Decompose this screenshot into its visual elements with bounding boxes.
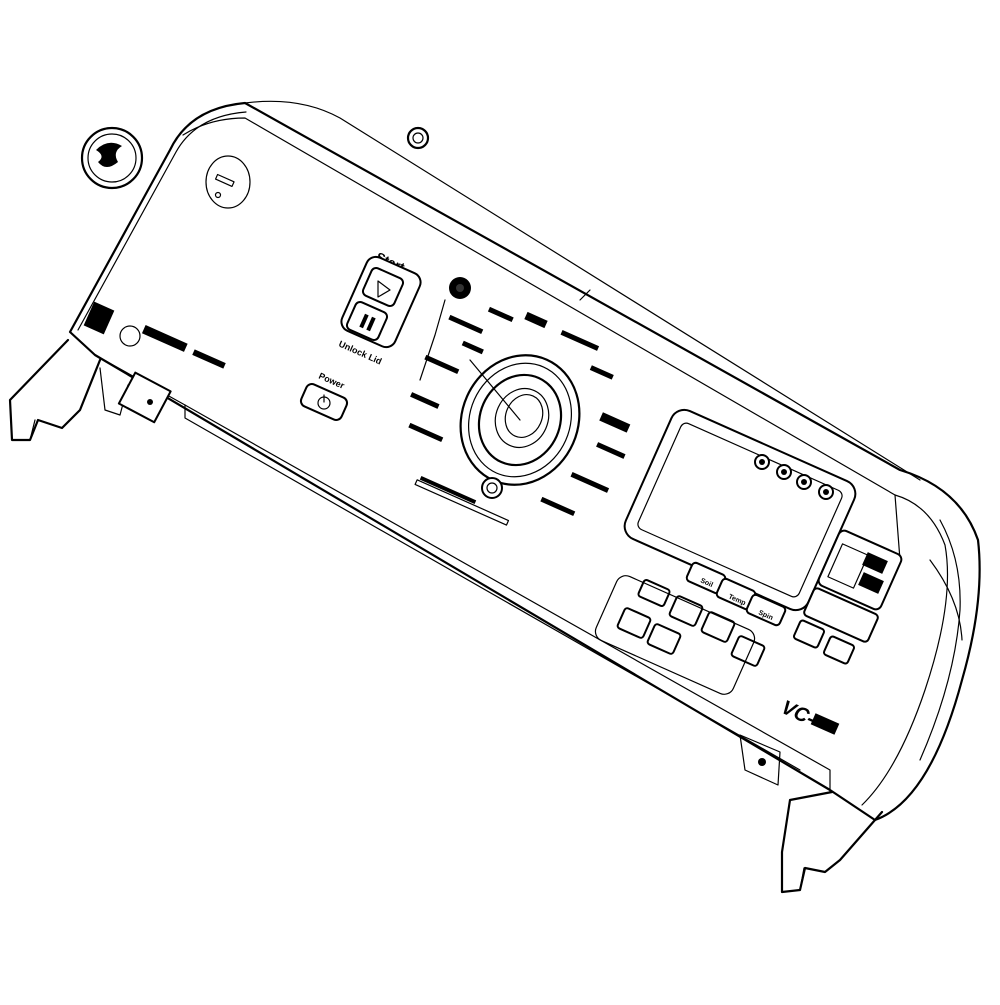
cycle-labels bbox=[408, 306, 631, 526]
start-button[interactable] bbox=[361, 266, 405, 308]
option-button-6[interactable] bbox=[730, 635, 766, 667]
cycle-dial[interactable] bbox=[440, 336, 600, 504]
option-button-1[interactable] bbox=[637, 579, 671, 607]
power-icon bbox=[317, 394, 331, 410]
status-indicators bbox=[754, 454, 834, 500]
option-button-4[interactable] bbox=[616, 607, 652, 639]
console-body bbox=[68, 100, 981, 822]
brand-badge-icon bbox=[80, 126, 144, 190]
option-button-8[interactable] bbox=[823, 635, 855, 665]
power-button[interactable]: Power bbox=[299, 371, 349, 422]
option-button-2[interactable] bbox=[668, 595, 704, 627]
model-label: VC- bbox=[778, 696, 840, 735]
right-bracket bbox=[739, 734, 884, 894]
start-pause-module: Start Unlock Lid bbox=[337, 249, 422, 367]
pause-button[interactable] bbox=[345, 300, 389, 342]
temp-button[interactable]: Temp bbox=[715, 577, 757, 611]
lid-indicator bbox=[205, 155, 251, 209]
option-button-5[interactable] bbox=[646, 623, 682, 655]
svg-text:VC-: VC- bbox=[778, 696, 819, 730]
options-module bbox=[803, 529, 903, 643]
left-bracket bbox=[8, 338, 172, 442]
screw-icon bbox=[406, 126, 430, 150]
option-buttons: Soil Temp Spin bbox=[594, 561, 855, 695]
steam-knob[interactable] bbox=[449, 277, 471, 299]
play-icon bbox=[377, 280, 391, 298]
pause-icon bbox=[359, 313, 376, 332]
option-button-7[interactable] bbox=[793, 619, 825, 649]
svg-text:Soil: Soil bbox=[699, 577, 714, 589]
brand-logo-icon bbox=[83, 301, 226, 369]
spin-button[interactable]: Spin bbox=[745, 593, 787, 627]
